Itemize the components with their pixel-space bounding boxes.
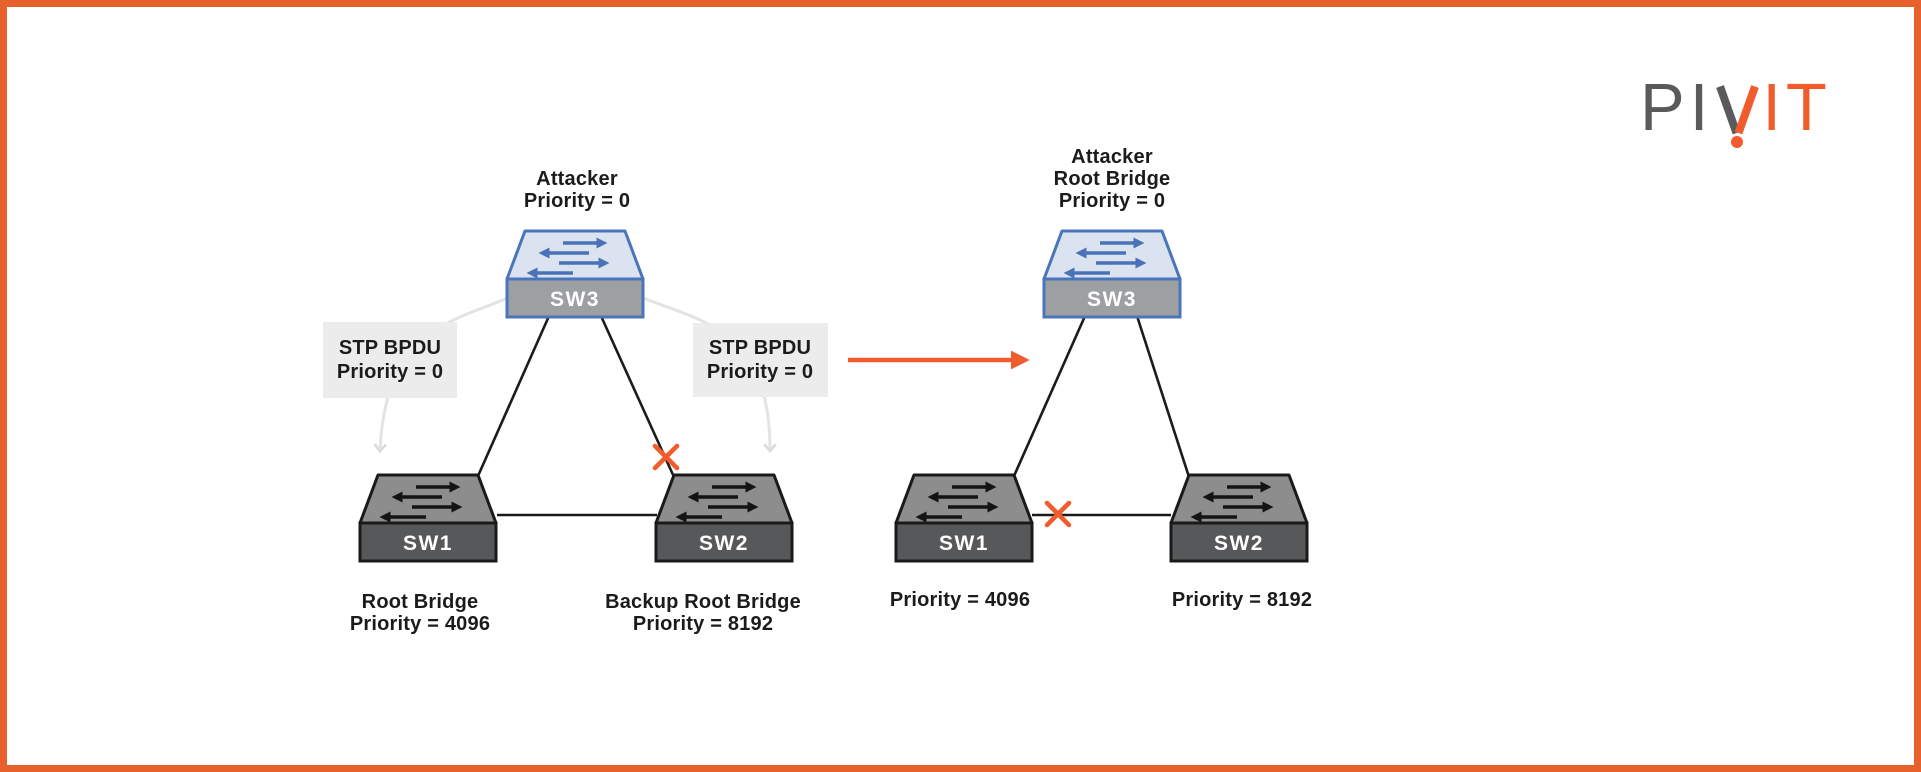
bpdu-label-box-left: STP BPDU Priority = 0 xyxy=(323,322,457,398)
switch-label-sw3-left: SW3 xyxy=(550,288,600,311)
sw2-caption-right: Priority = 8192 xyxy=(1172,589,1312,611)
blocked-port-x-left xyxy=(652,443,680,471)
link-sw3-sw1-left xyxy=(476,315,551,477)
link-sw3-sw1-right xyxy=(1012,315,1087,477)
sw2-caption-left-line2: Priority = 8192 xyxy=(633,613,773,635)
switch-sw2-left: SW2 xyxy=(654,473,794,563)
switch-sw1-right: SW1 xyxy=(894,473,1034,563)
sw1-caption-left-line1: Root Bridge xyxy=(362,591,479,613)
attacker-caption-right-line3: Priority = 0 xyxy=(1059,190,1165,212)
logo-v-glyph xyxy=(1716,85,1760,148)
switch-sw2-right: SW2 xyxy=(1169,473,1309,563)
left-topology: STP BPDU Priority = 0 STP BPDU Priority … xyxy=(323,168,828,635)
attacker-caption-right-line2: Root Bridge xyxy=(1054,168,1171,190)
switch-label-sw1-right: SW1 xyxy=(939,532,989,555)
logo-text-gray: PI xyxy=(1640,70,1714,145)
attacker-caption-right-line1: Attacker xyxy=(1071,146,1153,168)
bpdu-label-right-line2: Priority = 0 xyxy=(707,361,813,383)
switch-label-sw2-left: SW2 xyxy=(699,532,749,555)
sw1-caption-left-line2: Priority = 4096 xyxy=(350,613,490,635)
attacker-caption-left-line2: Priority = 0 xyxy=(524,190,630,212)
bpdu-label-left-line2: Priority = 0 xyxy=(337,361,443,383)
switch-label-sw1-left: SW1 xyxy=(403,532,453,555)
bpdu-label-left-line1: STP BPDU xyxy=(339,337,441,359)
link-sw3-sw2-right xyxy=(1135,315,1191,478)
right-topology: SW3 SW1 SW2 xyxy=(890,146,1312,611)
switch-sw3-left: SW3 xyxy=(505,229,645,319)
pivit-logo: PI IT xyxy=(1640,74,1832,149)
switch-label-sw3-right: SW3 xyxy=(1087,288,1137,311)
blocked-port-x-right xyxy=(1044,500,1072,528)
attacker-caption-left-line1: Attacker xyxy=(536,168,618,190)
switch-sw1-left: SW1 xyxy=(358,473,498,563)
sw2-caption-left-line1: Backup Root Bridge xyxy=(605,591,801,613)
bpdu-label-box-right: STP BPDU Priority = 0 xyxy=(693,323,828,397)
switch-sw3-right: SW3 xyxy=(1042,229,1182,319)
logo-text-orange: IT xyxy=(1762,70,1832,145)
logo-dot xyxy=(1731,136,1744,148)
sw1-caption-right: Priority = 4096 xyxy=(890,589,1030,611)
switch-label-sw2-right: SW2 xyxy=(1214,532,1264,555)
bpdu-label-right-line1: STP BPDU xyxy=(709,337,811,359)
